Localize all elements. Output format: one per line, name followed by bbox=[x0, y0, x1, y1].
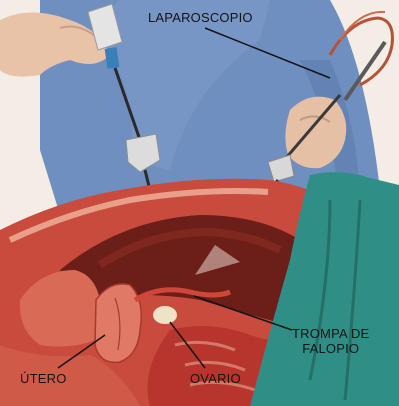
label-utero: ÚTERO bbox=[20, 371, 67, 386]
label-trompa-de-falopio: TROMPA DE FALOPIO bbox=[292, 326, 369, 356]
uterus bbox=[95, 284, 141, 362]
label-trompa-line2: FALOPIO bbox=[292, 341, 369, 356]
ovary bbox=[153, 306, 177, 324]
label-laparoscopio: LAPAROSCOPIO bbox=[148, 10, 253, 25]
label-trompa-line1: TROMPA DE bbox=[292, 326, 369, 341]
label-ovario: OVARIO bbox=[190, 371, 241, 386]
